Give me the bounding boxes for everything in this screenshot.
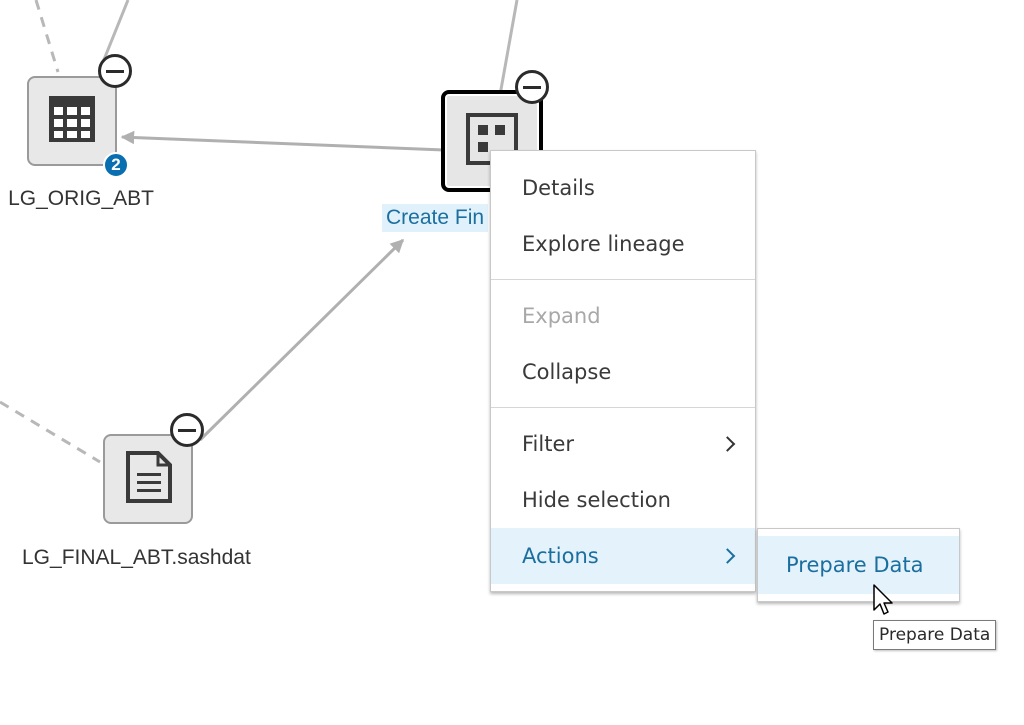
menu-item-label: Actions bbox=[522, 544, 599, 568]
collapse-button-orig-abt[interactable] bbox=[98, 54, 132, 88]
menu-item-label: Details bbox=[522, 176, 595, 200]
minus-icon bbox=[523, 85, 541, 89]
edge-top-center bbox=[498, 0, 519, 96]
node-label-final-sashdat: LG_FINAL_ABT.sashdat bbox=[22, 546, 251, 569]
menu-item-label: Expand bbox=[522, 304, 601, 328]
context-menu: Details Explore lineage Expand Collapse … bbox=[490, 150, 756, 592]
edge-sashdat-to-create bbox=[198, 238, 405, 442]
menu-item-label: Explore lineage bbox=[522, 232, 685, 256]
node-label-create-final: Create Fin bbox=[382, 204, 489, 232]
mouse-cursor-icon bbox=[873, 584, 893, 615]
collapse-button-final-sashdat[interactable] bbox=[170, 413, 204, 447]
menu-item-collapse[interactable]: Collapse bbox=[491, 344, 755, 400]
node-orig-abt[interactable] bbox=[27, 76, 117, 166]
edge-create-to-orig bbox=[120, 130, 445, 152]
document-icon bbox=[124, 450, 172, 508]
edge-top-left bbox=[101, 0, 130, 63]
count-badge: 2 bbox=[103, 152, 129, 178]
chevron-right-icon bbox=[719, 436, 736, 452]
menu-item-label: Hide selection bbox=[522, 488, 671, 512]
minus-icon bbox=[178, 428, 196, 432]
chevron-right-icon bbox=[719, 548, 736, 564]
edge-dashed-top-left bbox=[34, 0, 60, 73]
submenu-item-prepare-data[interactable]: Prepare Data bbox=[758, 536, 959, 594]
menu-item-details[interactable]: Details bbox=[491, 160, 755, 216]
menu-item-label: Collapse bbox=[522, 360, 612, 384]
minus-icon bbox=[106, 69, 124, 73]
node-final-sashdat[interactable] bbox=[103, 434, 193, 524]
collapse-button-create-final[interactable] bbox=[515, 70, 549, 104]
menu-item-hide-selection[interactable]: Hide selection bbox=[491, 472, 755, 528]
edge-dashed-bottom-left bbox=[0, 400, 101, 464]
menu-item-explore-lineage[interactable]: Explore lineage bbox=[491, 216, 755, 272]
menu-item-expand: Expand bbox=[491, 288, 755, 344]
menu-divider bbox=[491, 279, 755, 280]
menu-item-label: Filter bbox=[522, 432, 575, 456]
submenu-item-label: Prepare Data bbox=[786, 553, 924, 577]
table-icon bbox=[47, 94, 97, 149]
menu-item-filter[interactable]: Filter bbox=[491, 416, 755, 472]
tooltip: Prepare Data bbox=[873, 620, 997, 650]
actions-submenu: Prepare Data bbox=[757, 528, 960, 602]
menu-item-actions[interactable]: Actions bbox=[491, 528, 755, 584]
node-label-orig-abt: LG_ORIG_ABT bbox=[8, 187, 154, 210]
menu-divider bbox=[491, 407, 755, 408]
